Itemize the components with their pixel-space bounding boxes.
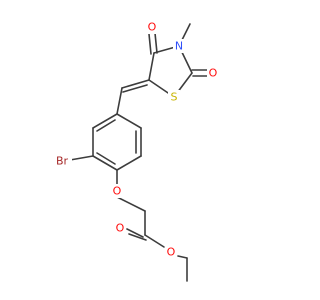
- atom-o-ester-label: O: [167, 246, 176, 259]
- bond-cester-ocarbonyl-b: [128, 233, 147, 241]
- bond-ar3-ar4: [92, 155, 118, 171]
- bond-ar1-ar2-inner: [96, 119, 116, 132]
- bond-c5-c4: [148, 52, 155, 81]
- bond-cester-ocarbonyl-a: [126, 228, 144, 238]
- atom-br-label: Br: [56, 155, 69, 168]
- bond-layer: [69, 23, 212, 282]
- atom-o-carbonyl: O: [114, 221, 126, 235]
- bond-cester-oester: [144, 234, 165, 248]
- atom-br: Br: [52, 154, 72, 168]
- atom-s-ring: S: [168, 90, 180, 104]
- bond-c5-ch-b: [122, 84, 148, 93]
- atom-o-carbonyl-label: O: [116, 222, 125, 235]
- atom-o-top-label: O: [148, 21, 157, 34]
- atom-o-right-label: O: [209, 67, 218, 80]
- bond-ar1-ar2: [92, 113, 118, 129]
- atom-o-top: O: [146, 20, 158, 34]
- bond-c4-o-double-b: [154, 32, 158, 54]
- bond-ar4-ar5: [116, 155, 142, 171]
- atom-label-layer: O N O S Br O O O: [52, 20, 219, 259]
- atom-s-ring-label: S: [171, 91, 178, 104]
- bond-c4-o-double-a: [148, 33, 152, 55]
- bond-oester-ch2: [177, 255, 188, 259]
- atom-o-ether-label: O: [113, 185, 122, 198]
- bond-ar3-br: [69, 155, 94, 161]
- molecule-structure-diagram: O N O S Br O O O: [52, 20, 219, 282]
- bond-ar3-ar4-inner: [96, 152, 116, 165]
- atom-o-ether: O: [111, 184, 123, 198]
- atom-o-ester: O: [165, 245, 177, 259]
- atom-o-right: O: [207, 66, 219, 80]
- bond-c5-ch-a: [121, 79, 150, 89]
- atom-n-ring: N: [173, 39, 185, 53]
- bond-oether-ch2: [116, 196, 146, 212]
- bond-ar6-ar1: [116, 113, 142, 129]
- bond-ch-aryl: [116, 87, 123, 115]
- atom-n-ring-label: N: [175, 40, 183, 53]
